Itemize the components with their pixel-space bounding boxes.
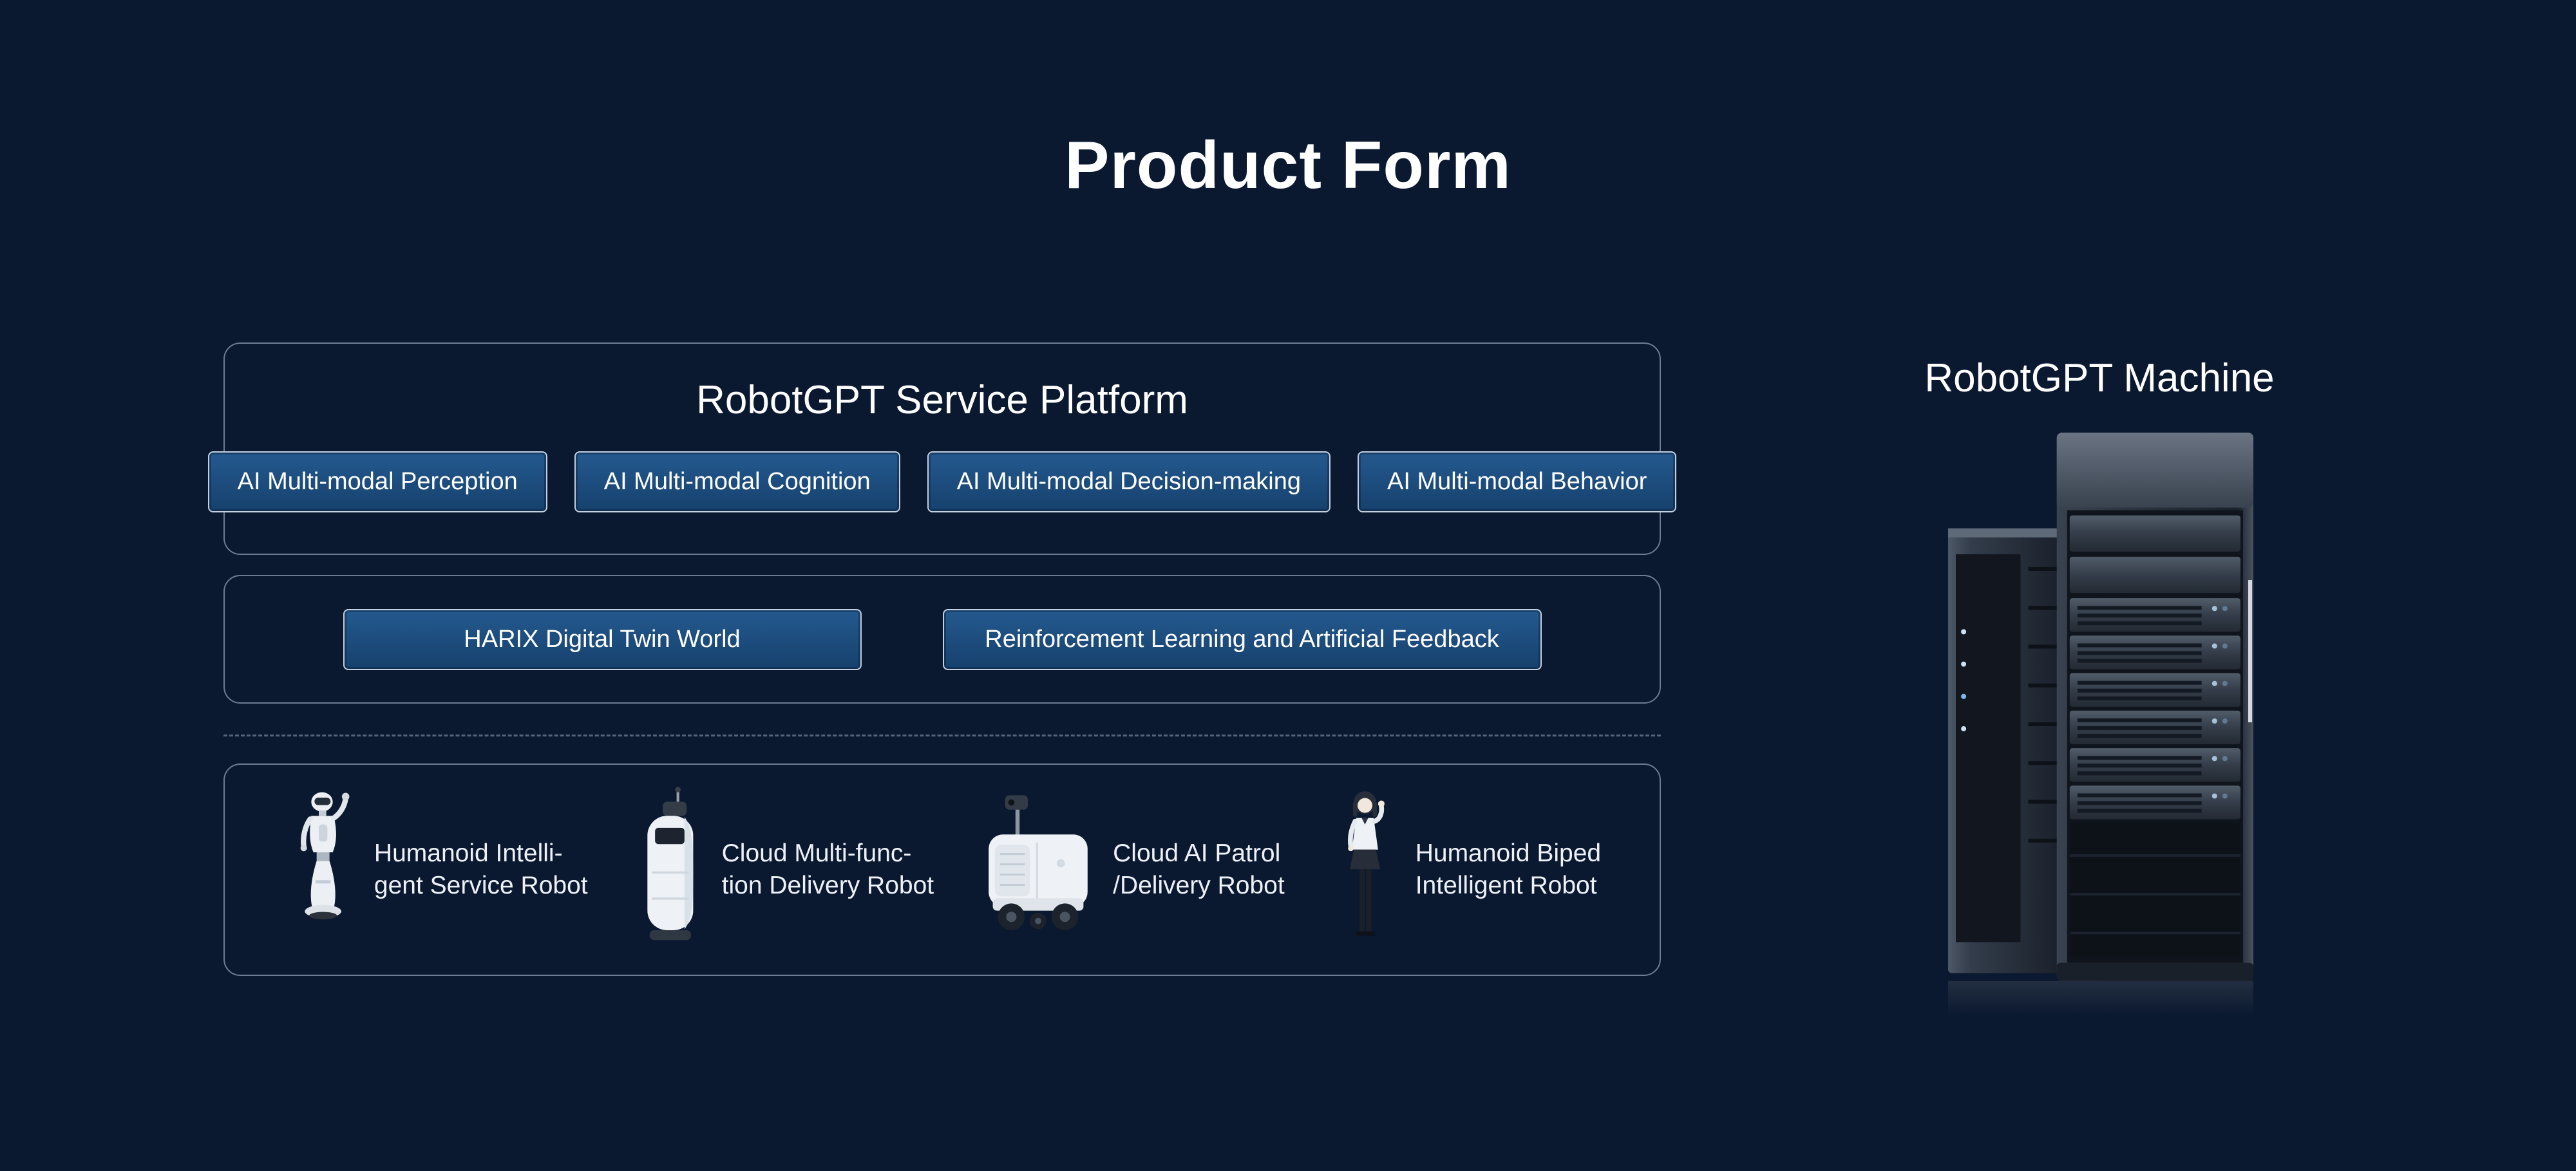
robot-item-delivery: Cloud Multi-func- tion Delivery Robot xyxy=(634,786,934,953)
page-title: Product Form xyxy=(1065,128,1511,203)
robots-panel: Humanoid Intelli- gent Service Robot xyxy=(223,763,1661,976)
biped-robot-icon xyxy=(1331,786,1399,953)
robot-item-biped: Humanoid Biped Intelligent Robot xyxy=(1331,786,1601,953)
patrol-robot-icon xyxy=(980,791,1096,949)
robot-label: Humanoid Biped Intelligent Robot xyxy=(1415,839,1602,899)
robot-item-patrol: Cloud AI Patrol /Delivery Robot xyxy=(980,791,1285,949)
server-rack-image xyxy=(1937,425,2262,1020)
dashed-divider xyxy=(223,735,1661,736)
chip-ai-behavior: AI Multi-modal Behavior xyxy=(1357,451,1677,512)
chip-reinforcement-learning: Reinforcement Learning and Artificial Fe… xyxy=(942,608,1542,670)
platform-title: RobotGPT Service Platform xyxy=(696,378,1188,422)
platform-panel: RobotGPT Service Platform AI Multi-modal… xyxy=(207,342,1677,555)
robot-item-humanoid-service: Humanoid Intelli- gent Service Robot xyxy=(283,788,588,952)
middle-panel: HARIX Digital Twin World Reinforcement L… xyxy=(223,575,1661,704)
platform-chip-row: AI Multi-modal Perception AI Multi-modal… xyxy=(207,451,1677,512)
chip-ai-cognition: AI Multi-modal Cognition xyxy=(574,451,900,512)
chip-ai-perception: AI Multi-modal Perception xyxy=(207,451,547,512)
humanoid-service-robot-icon xyxy=(283,788,357,952)
robot-label: Humanoid Intelli- gent Service Robot xyxy=(374,839,588,899)
delivery-robot-icon xyxy=(634,786,705,953)
robot-label: Cloud AI Patrol /Delivery Robot xyxy=(1113,839,1285,899)
chip-ai-decision-making: AI Multi-modal Decision-making xyxy=(927,451,1331,512)
machine-title: RobotGPT Machine xyxy=(1924,356,2275,400)
chip-harix-digital-twin: HARIX Digital Twin World xyxy=(343,608,862,670)
robot-label: Cloud Multi-func- tion Delivery Robot xyxy=(721,839,934,899)
